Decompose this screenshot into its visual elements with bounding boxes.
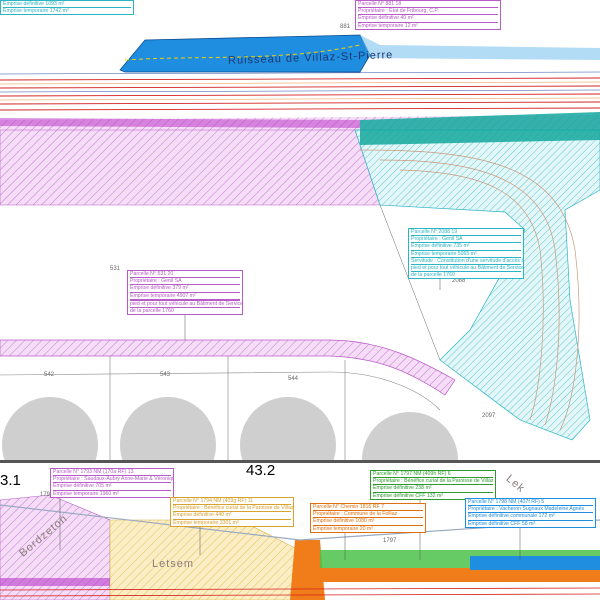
parcel-1816-area	[290, 540, 325, 600]
parcel-number: 544	[288, 376, 299, 382]
label-parcel-2088: Parcelle N° 2088 19 Propriétaire : Genil…	[408, 228, 524, 280]
label-parcel-1798: Parcelle N° 1798 NM (407f RF) 5 Propriét…	[465, 498, 596, 528]
sheet-number-left: 3.1	[0, 472, 21, 489]
parcel-number: 543	[160, 372, 171, 378]
purple-strip-low	[0, 578, 110, 586]
rail-lines-lower	[0, 587, 600, 597]
road-band	[0, 339, 456, 396]
parcel-2088-area	[354, 129, 600, 441]
parcel-number: 881	[340, 24, 351, 30]
stream-axis	[124, 44, 361, 61]
road-edge	[0, 371, 441, 411]
parcel-number: 1793	[40, 492, 54, 498]
parcel-boundaries	[109, 204, 441, 460]
label-parcel-1797: Parcelle N° 1797 NM (409h RF) 6 Propriét…	[370, 470, 496, 500]
road-curve-3	[399, 169, 544, 421]
parcel-number: 542	[44, 372, 55, 378]
label-parcel-531: Parcelle N° 531 20 Propriétaire : Genil …	[127, 270, 243, 316]
sheet-divider	[0, 460, 600, 463]
road-curve-2	[379, 159, 560, 426]
rail-lines	[0, 77, 600, 111]
purple-band	[0, 118, 360, 128]
parcel-531-area	[0, 129, 381, 206]
label-parcel-1794: Parcelle N° 1794 NM (409g RF) 11 Proprié…	[170, 497, 294, 527]
green-band	[360, 112, 600, 145]
sheet-number-right: 43.2	[246, 462, 276, 479]
label-parcel-881: Parcelle N° 881 18 Propriétaire : État d…	[355, 0, 501, 30]
stream-area-east	[360, 35, 600, 60]
rail-lines-blue	[0, 71, 600, 93]
parcel-number: 2097	[482, 413, 496, 419]
label-parcel-1816: Parcelle N° Chemin 1816 RF 7 Propriétair…	[310, 503, 426, 533]
orange-band	[320, 568, 600, 582]
place-letsem: Letsem	[152, 558, 195, 570]
rail-lines-orange	[0, 81, 600, 101]
label-parcel-1793: Parcelle N° 1793 NM (170a RF) 13 Proprié…	[50, 468, 174, 498]
parcel-number: 531	[110, 266, 121, 272]
parcel-number: 2088	[452, 278, 466, 284]
road-curve-1	[359, 149, 580, 431]
label-top-left: Emprise définitive 1093 m² Emprise tempo…	[0, 0, 134, 16]
parcel-1798-area	[470, 556, 600, 570]
parcel-number: 1797	[383, 538, 397, 544]
